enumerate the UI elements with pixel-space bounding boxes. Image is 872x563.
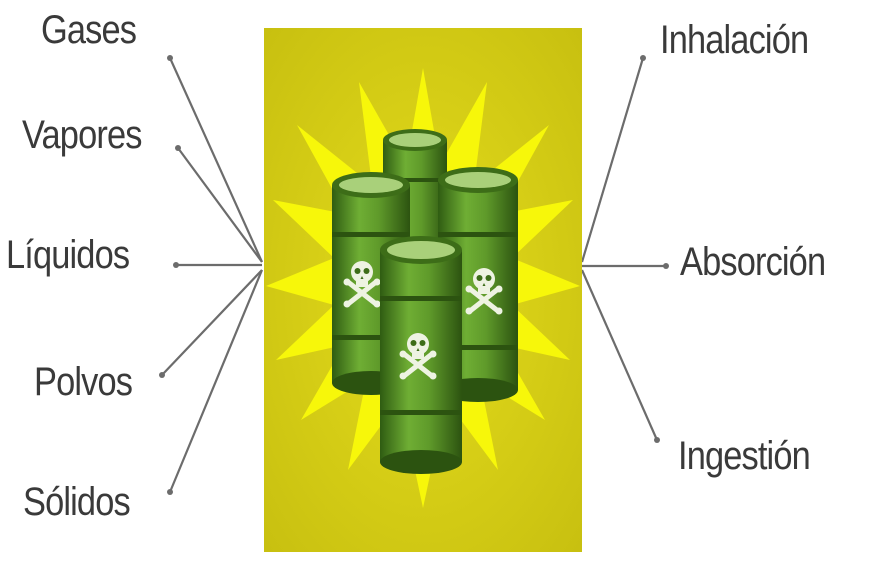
barrel-front xyxy=(380,236,462,474)
form-label-polvos: Polvos xyxy=(34,360,133,404)
route-connector-lines xyxy=(580,57,666,441)
form-label-vapores: Vapores xyxy=(22,113,142,157)
route-connector-dots xyxy=(640,55,669,443)
form-label-gases: Gases xyxy=(41,8,137,52)
toxic-barrels-illustration xyxy=(264,28,582,552)
form-connector-lines xyxy=(161,57,264,493)
route-label-ingestion: Ingestión xyxy=(678,434,811,478)
route-label-absorcion: Absorción xyxy=(680,240,826,284)
form-connector-dots xyxy=(159,55,181,495)
form-label-solidos: Sólidos xyxy=(23,480,131,524)
form-label-liquidos: Líquidos xyxy=(6,233,130,277)
route-label-inhalacion: Inhalación xyxy=(660,18,809,62)
